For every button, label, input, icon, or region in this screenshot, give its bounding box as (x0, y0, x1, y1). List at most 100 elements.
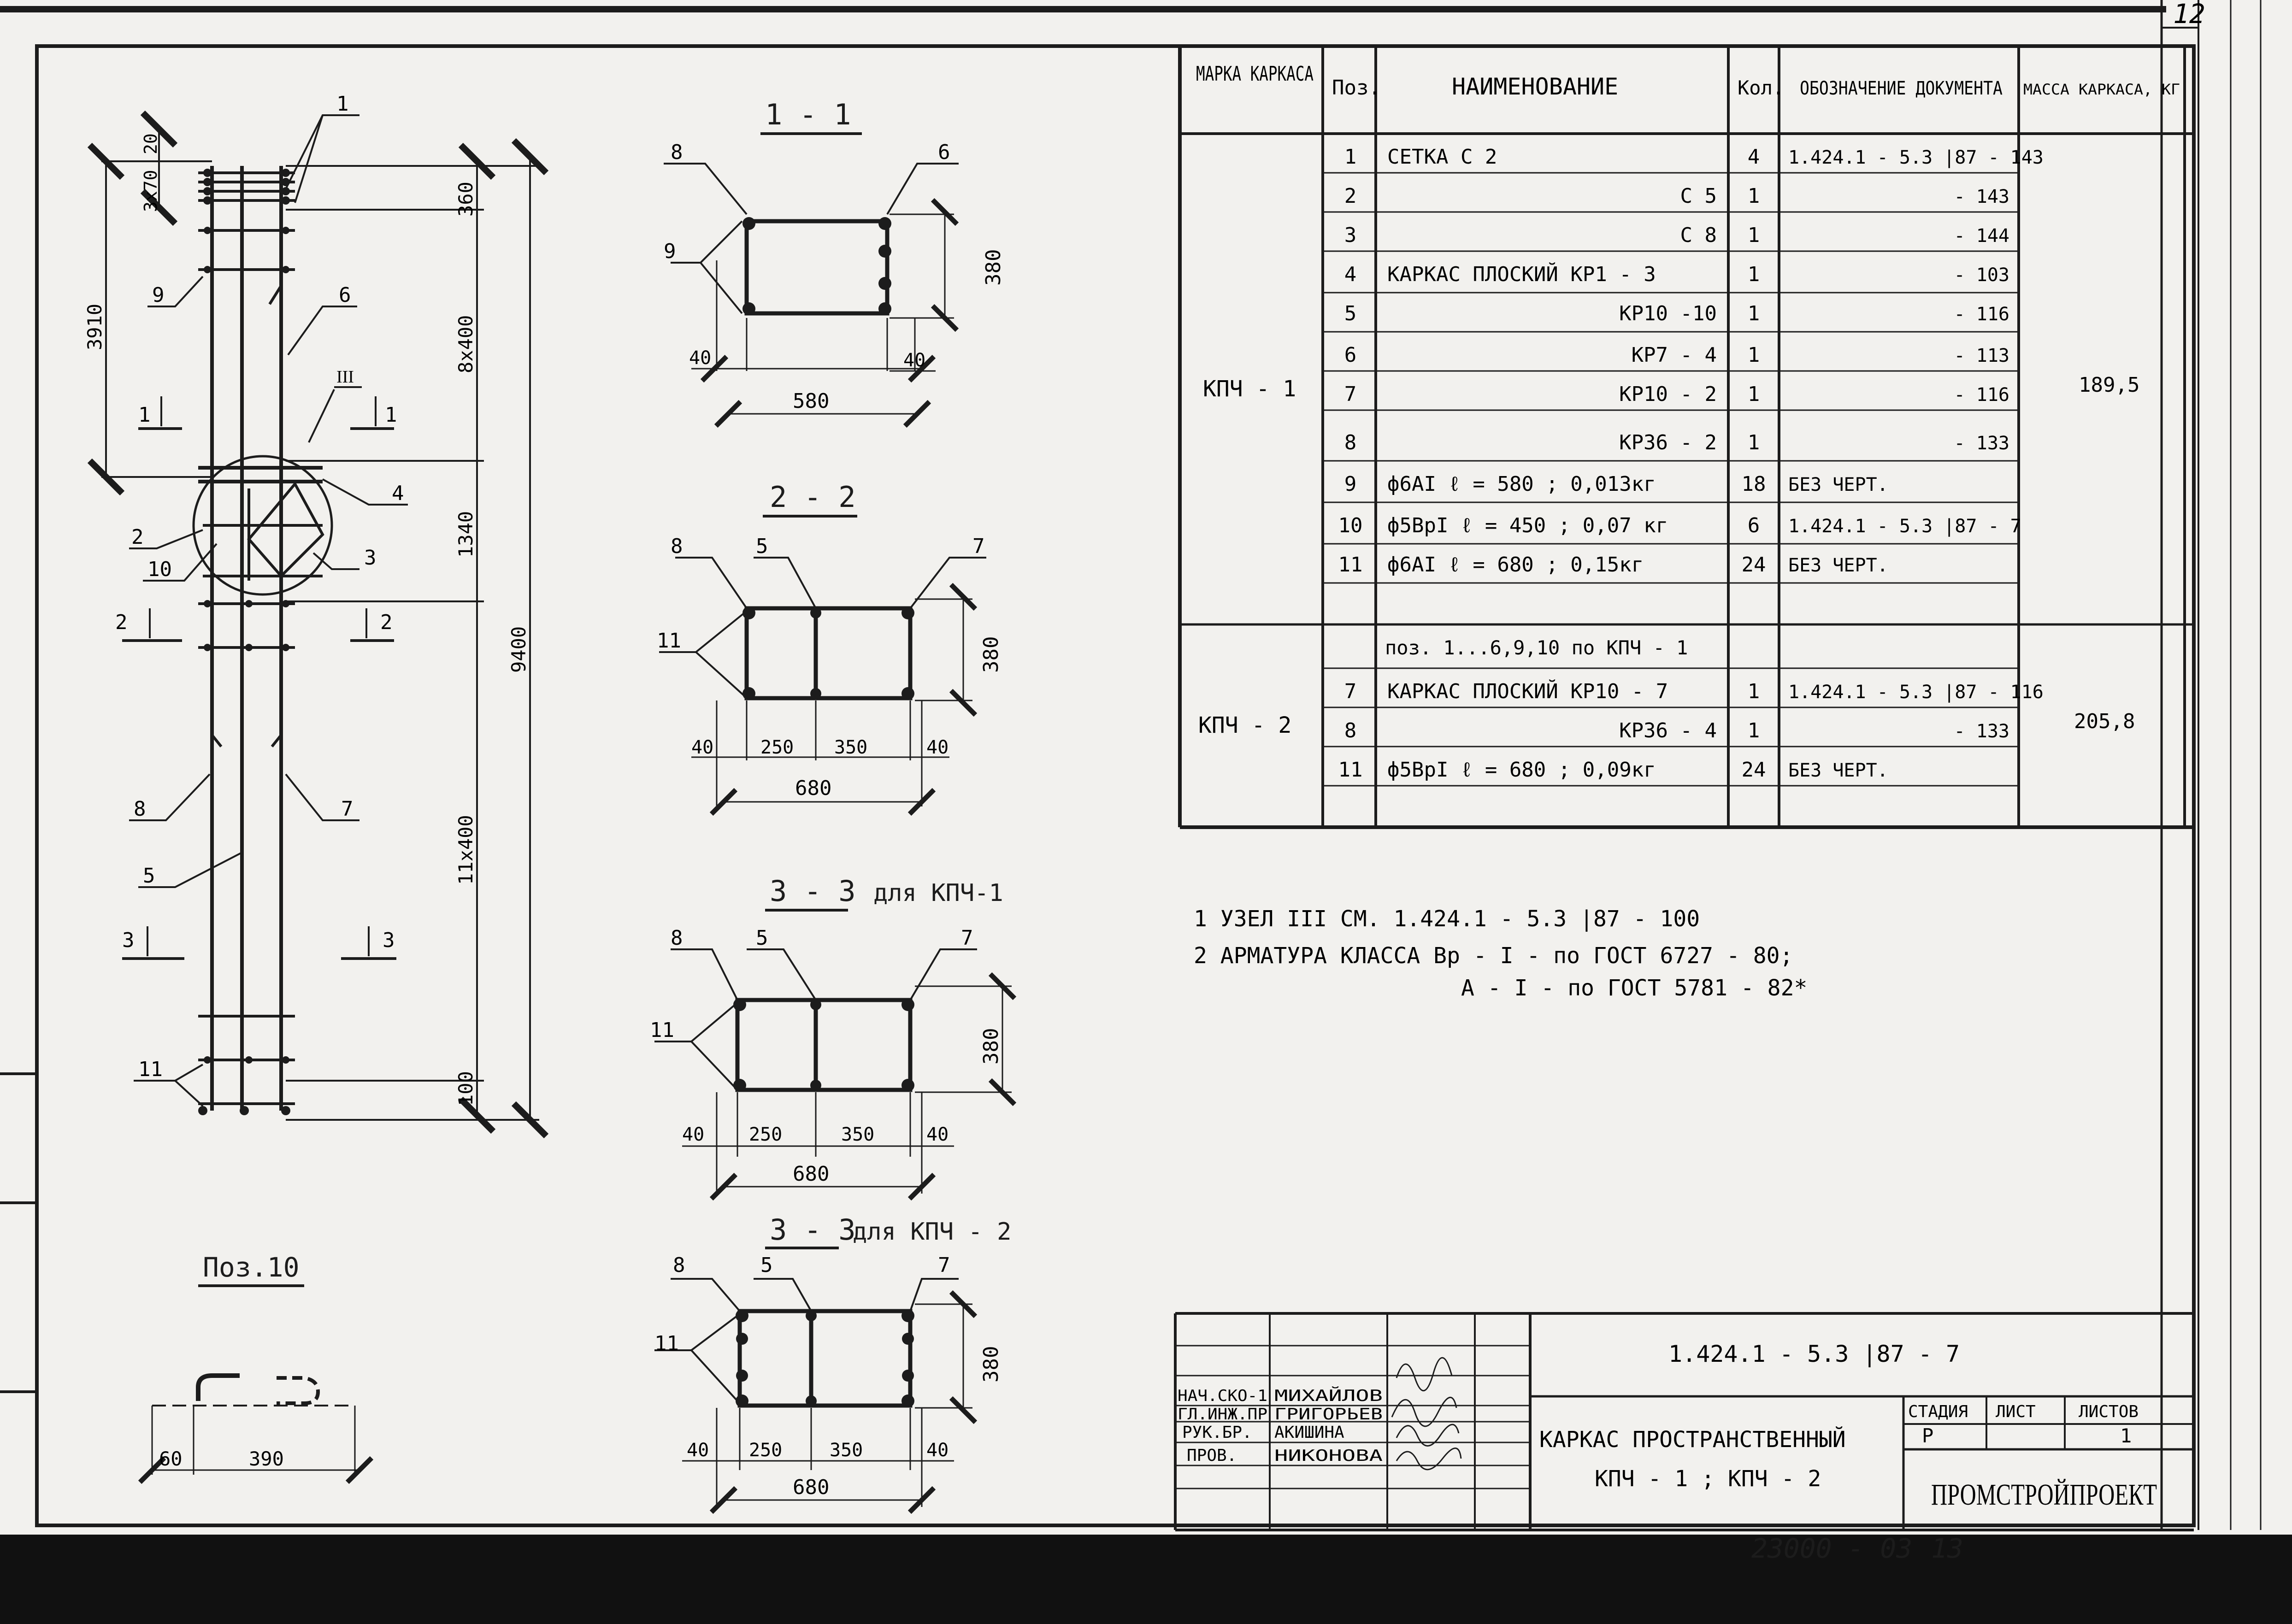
svg-text:5: 5 (756, 535, 768, 558)
spec-cell-doc: - 116 (1954, 304, 2009, 325)
spec-cell-doc: 1.424.1 - 5.3 |87 - 143 (1788, 147, 2044, 168)
section-1-1-labels: 8 6 9 40 40 580 380 (664, 141, 1005, 413)
section-3-3-kpch2: 3 - 3 для КПЧ - 2 (654, 1213, 1011, 1514)
spec-cell-qty: 1 (1748, 184, 1760, 208)
svg-text:380: 380 (979, 636, 1003, 673)
spec-cell-qty: 1 (1748, 431, 1760, 454)
section-3-3-kpch2-title: 3 - 3 (770, 1213, 856, 1247)
spec-table-grid (1178, 46, 2194, 829)
svg-text:3: 3 (383, 929, 395, 952)
section-3-3-kpch1-labels: 8 5 7 11 40 250 350 40 680 380 (650, 926, 1003, 1186)
spec-cell-doc: - 143 (1954, 186, 2009, 207)
svg-text:11: 11 (657, 629, 681, 653)
svg-text:680: 680 (793, 1476, 829, 1499)
section-1-1: 1 - 1 (664, 98, 959, 428)
spec-cell-pos: 8 (1344, 719, 1357, 742)
spec-cell-doc: - 133 (1954, 721, 2009, 742)
header-mass: МАССА КАРКАСА, КГ (2023, 81, 2180, 98)
elevation-view (192, 166, 333, 1111)
note-3: А - I - по ГОСТ 5781 - 82* (1461, 975, 1807, 1001)
spec-cell-qty: 1 (1748, 224, 1760, 247)
sheet-label: ЛИСТ (1996, 1402, 2036, 1421)
spec-cell-pos: 3 (1344, 224, 1357, 247)
drawing-code: 1.424.1 - 5.3 |87 - 7 (1668, 1341, 1960, 1367)
svg-text:2: 2 (115, 611, 128, 634)
svg-text:380: 380 (979, 1028, 1003, 1065)
signatures (1391, 1357, 1462, 1471)
spec-cell-name: С 5 (1680, 184, 1717, 208)
section-2-2-labels: 8 5 7 11 40 250 350 40 680 380 (657, 535, 1003, 800)
svg-text:7: 7 (341, 797, 354, 821)
spec-cell-pos: 1 (1344, 145, 1357, 169)
spec-cell-qty: 6 (1748, 514, 1760, 537)
svg-text:5: 5 (760, 1253, 773, 1277)
spec-cell-name: КР10 -10 (1619, 302, 1717, 325)
svg-text:380: 380 (982, 249, 1005, 286)
svg-text:ГРИГОРЬЕВ: ГРИГОРЬЕВ (1274, 1405, 1383, 1424)
spec-cell-qty: 24 (1742, 553, 1766, 577)
elevation-dim-labels: 20 3x70 3910 360 8x400 1340 11x400 100 9… (83, 133, 530, 1106)
spec-cell-qty: 1 (1748, 343, 1760, 367)
section-marks: 1 1 2 2 3 3 (115, 396, 397, 960)
svg-text:8x400: 8x400 (454, 315, 477, 373)
spec-cell-name: КР36 - 4 (1619, 719, 1717, 742)
drawing-subtitle: КПЧ - 1 ; КПЧ - 2 (1595, 1466, 1821, 1492)
archive-number: 23000 - 03 (1751, 1533, 1912, 1564)
spec-cell-pos: 8 (1344, 431, 1357, 454)
svg-text:11x400: 11x400 (454, 815, 477, 885)
svg-text:20: 20 (141, 133, 161, 154)
title-block-text: 1.424.1 - 5.3 |87 - 7 КАРКАС ПРОСТРАНСТВ… (1178, 1341, 2157, 1512)
svg-text:3910: 3910 (83, 304, 106, 350)
spec-cell-doc: - 133 (1954, 433, 2009, 454)
spec-cell-doc: БЕЗ ЧЕРТ. (1788, 760, 1888, 781)
spec-cell-pos: 10 (1338, 514, 1363, 537)
spec-cell-name: ф6АI ℓ = 580 ; 0,013кг (1387, 472, 1656, 496)
spec-cell-name: ф6АI ℓ = 680 ; 0,15кг (1387, 553, 1644, 577)
svg-text:3: 3 (364, 546, 377, 570)
spec-cell-doc: 1.424.1 - 5.3 |87 - 7 (1788, 516, 2021, 537)
svg-text:6: 6 (938, 141, 950, 164)
svg-text:11: 11 (138, 1058, 163, 1081)
org-name: ПРОМСТРОЙПРОЕКТ (1931, 1478, 2157, 1512)
svg-text:МИХАЙЛОВ: МИХАЙЛОВ (1274, 1386, 1383, 1405)
sheets-label: ЛИСТОВ (2079, 1402, 2139, 1421)
pos10-title: Поз.10 (203, 1252, 300, 1283)
spec-cell-qty: 1 (1748, 382, 1760, 406)
note-2: 2 АРМАТУРА КЛАССА Вр - I - по ГОСТ 6727 … (1194, 943, 1793, 969)
spec-cell-doc: - 113 (1954, 345, 2009, 366)
svg-text:8: 8 (134, 797, 146, 821)
section-3-3-kpch1-dots (733, 998, 914, 1092)
spec-cell-qty: 4 (1748, 145, 1760, 169)
spec-cell-pos: 6 (1344, 343, 1357, 367)
spec-cell-qty: 18 (1742, 472, 1766, 496)
svg-text:40: 40 (926, 1124, 949, 1145)
notes: 1 УЗЕЛ III СМ. 1.424.1 - 5.3 |87 - 100 2… (1194, 906, 1807, 1001)
svg-text:40: 40 (689, 347, 711, 369)
section-3-3-kpch2-suffix: для КПЧ - 2 (853, 1218, 1011, 1246)
section-2-2-title: 2 - 2 (770, 480, 856, 514)
svg-text:ГЛ.ИНЖ.ПР: ГЛ.ИНЖ.ПР (1178, 1405, 1267, 1424)
svg-text:9: 9 (152, 283, 165, 307)
spec-cell-doc: БЕЗ ЧЕРТ. (1788, 555, 1888, 576)
svg-text:1: 1 (138, 403, 151, 427)
svg-text:РУК.БР.: РУК.БР. (1182, 1423, 1252, 1442)
svg-text:8: 8 (671, 535, 683, 558)
spec-table-header: МАРКА КАРКАСА Поз. НАИМЕНОВАНИЕ Кол. ОБО… (1196, 62, 2180, 100)
svg-text:ПРОВ.: ПРОВ. (1187, 1446, 1237, 1465)
pos10-detail: Поз.10 (138, 1252, 374, 1484)
svg-text:350: 350 (834, 737, 867, 758)
svg-text:250: 250 (760, 737, 794, 758)
svg-text:40: 40 (926, 737, 949, 758)
svg-text:8: 8 (671, 141, 683, 164)
svg-text:5: 5 (143, 864, 155, 888)
spec-cell-qty: 1 (1748, 719, 1760, 742)
footer: 23000 - 03 13 (1751, 1533, 1963, 1564)
svg-text:40: 40 (691, 737, 713, 758)
spec-cell-name: С 8 (1680, 224, 1717, 247)
svg-text:5: 5 (756, 926, 768, 950)
svg-text:250: 250 (749, 1440, 782, 1461)
spec-cell-doc: 1.424.1 - 5.3 |87 - 116 (1788, 682, 2044, 703)
svg-text:4: 4 (392, 482, 404, 505)
section-3-3-kpch1-suffix: для КПЧ-1 (873, 879, 1003, 907)
